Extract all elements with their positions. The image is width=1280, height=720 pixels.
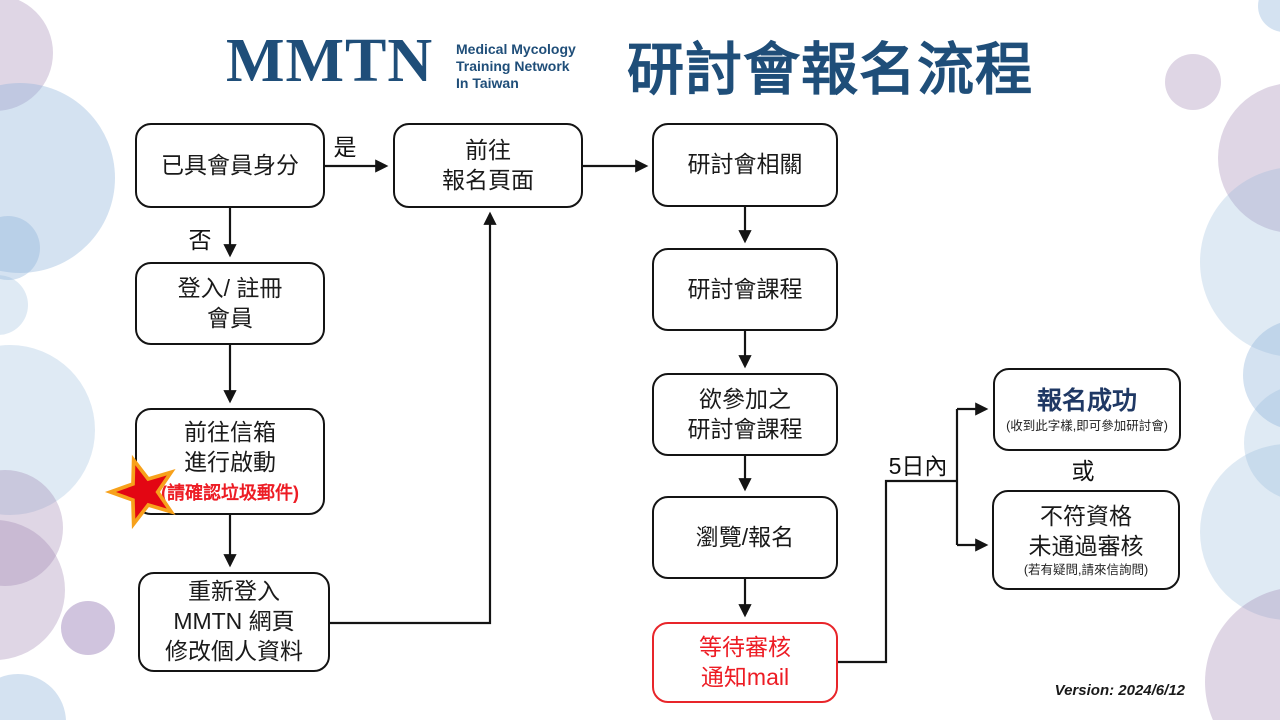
flow-node-course-to-join-label: 欲參加之 研討會課程 (687, 385, 803, 442)
version-text: Version: 2024/6/12 (1054, 682, 1185, 699)
page-title: 研討會報名流程 (627, 38, 1033, 102)
logo-subtext-line1: Medical Mycology (456, 41, 576, 57)
mmtn-logo: MMTN (226, 27, 434, 95)
decorative-circle (61, 601, 115, 655)
flow-node-mailbox-activate-label: 前往信箱 進行啟動 (184, 419, 276, 475)
red-star-icon (102, 452, 186, 537)
flow-node-seminar-course-label: 研討會課程 (687, 275, 803, 302)
flow-node-seminar-related: 研討會相關 (652, 123, 838, 207)
label-within-5-days: 5日內 (888, 453, 948, 479)
flow-node-mailbox-activate-note: (請確認垃圾郵件) (161, 482, 299, 503)
flow-node-relogin-label: 重新登入 MMTN 網頁 修改個人資料 (165, 578, 303, 664)
flow-node-go-register-page: 前往 報名頁面 (393, 123, 583, 208)
logo-subtext-line2: Training Network (456, 58, 570, 75)
decorative-circle (1165, 54, 1221, 110)
flow-node-login-register: 登入/ 註冊 會員 (135, 262, 325, 345)
flow-node-member-check: 已具會員身分 (135, 123, 325, 208)
flow-node-browse-register-label: 瀏覽/報名 (695, 523, 795, 550)
flow-node-member-check-label: 已具會員身分 (161, 151, 299, 178)
flow-node-seminar-related-label: 研討會相關 (687, 151, 803, 178)
flow-node-register-success: 報名成功 (收到此字樣,即可參加研討會) (993, 368, 1181, 451)
flow-node-register-success-label: 報名成功 (1036, 386, 1137, 415)
flow-node-not-qualified-note: (若有疑問,請來信詢問) (1023, 563, 1149, 578)
flow-node-not-qualified-label: 不符資格 未通過審核 (1028, 502, 1144, 559)
flow-node-seminar-course: 研討會課程 (652, 248, 838, 331)
flow-node-wait-review: 等待審核 通知mail (652, 622, 838, 703)
flow-node-wait-review-label: 等待審核 通知mail (699, 633, 791, 690)
logo-subtext-line3: In Taiwan (456, 75, 519, 92)
flow-node-login-register-label: 登入/ 註冊 會員 (177, 274, 283, 331)
flow-node-register-success-note: (收到此字樣,即可參加研討會) (1006, 419, 1168, 434)
flow-node-mailbox-activate: 前往信箱 進行啟動 (請確認垃圾郵件) (135, 408, 325, 515)
flow-node-course-to-join: 欲參加之 研討會課程 (652, 373, 838, 456)
label-no: 否 (188, 227, 212, 253)
label-yes: 是 (333, 134, 357, 160)
label-or: 或 (1071, 458, 1095, 484)
flow-node-relogin: 重新登入 MMTN 網頁 修改個人資料 (138, 572, 330, 672)
flow-node-go-register-page-label: 前往 報名頁面 (442, 136, 534, 193)
flow-node-browse-register: 瀏覽/報名 (652, 496, 838, 579)
mmtn-logo-subtext: Medical Mycology Training Network In Tai… (456, 41, 576, 92)
flow-node-not-qualified: 不符資格 未通過審核 (若有疑問,請來信詢問) (992, 490, 1180, 590)
